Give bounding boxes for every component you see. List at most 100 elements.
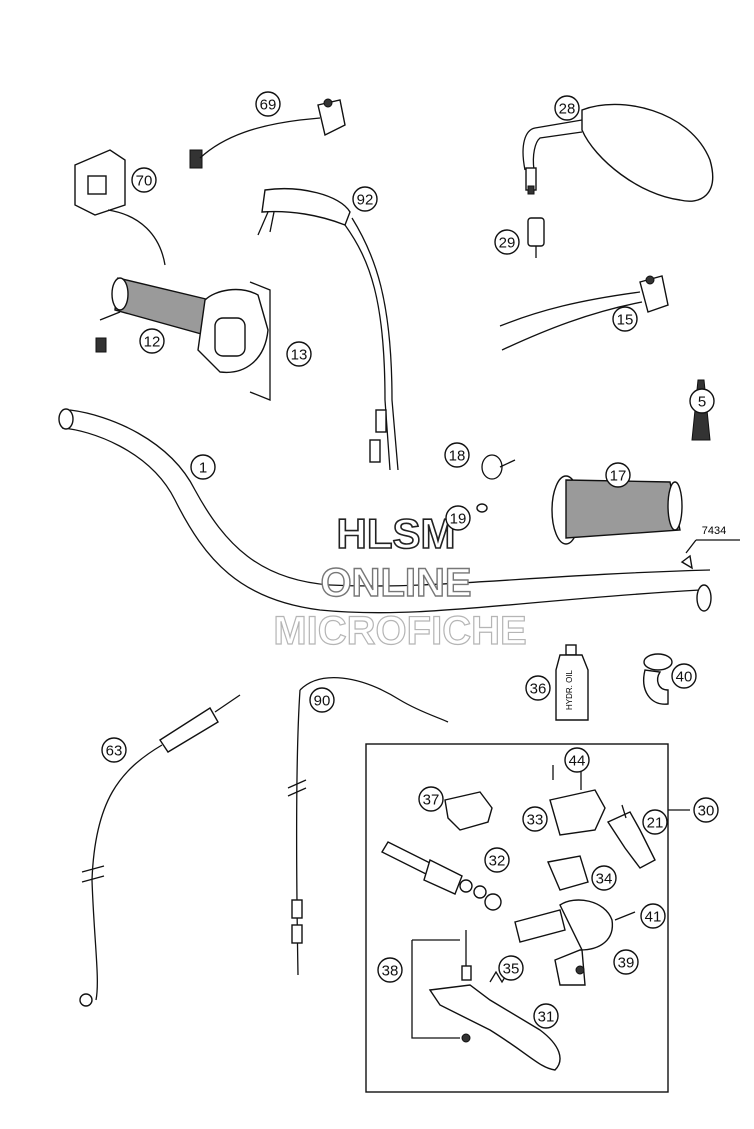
ref-code: 7434	[702, 525, 726, 537]
callout-13: 13	[286, 341, 312, 367]
callout-group: 69 70 92 28 29 15 12 13 5 18 17 19 1 36 40 90 63 44 37 33 21…	[101, 91, 719, 1029]
watermark-line1: HLSM	[337, 510, 456, 557]
callout-label: 38	[382, 963, 399, 980]
callout-circle	[693, 797, 719, 823]
callout-90: 90	[309, 687, 335, 713]
callout-circle	[131, 167, 157, 193]
callout-63: 63	[101, 737, 127, 763]
switch-15	[499, 275, 669, 351]
callout-label: 63	[106, 743, 123, 760]
clamp-40	[643, 653, 673, 705]
callout-18: 18	[444, 442, 470, 468]
callout-circle	[101, 737, 127, 763]
callout-circle	[640, 903, 666, 929]
callout-label: 18	[449, 448, 466, 465]
watermark-line2: ONLINE	[320, 561, 471, 605]
callout-39: 39	[613, 949, 639, 975]
callout-35: 35	[498, 955, 524, 981]
callout-circle	[671, 663, 697, 689]
callout-circle	[352, 186, 378, 212]
callout-21: 21	[642, 809, 668, 835]
callout-label: 15	[617, 312, 634, 329]
callout-label: 28	[559, 101, 576, 118]
callout-label: 21	[647, 815, 664, 832]
callout-label: 92	[357, 192, 374, 209]
callout-circle	[613, 949, 639, 975]
callout-label: 31	[538, 1009, 555, 1026]
callout-38: 38	[377, 957, 403, 983]
callout-circle	[255, 91, 281, 117]
callout-circle	[139, 328, 165, 354]
callout-label: 13	[291, 347, 308, 364]
callout-circle	[418, 786, 444, 812]
callout-circle	[444, 442, 470, 468]
callout-41: 41	[640, 903, 666, 929]
callout-70: 70	[131, 167, 157, 193]
callout-circle	[564, 747, 590, 773]
callout-circle	[591, 865, 617, 891]
callout-label: 69	[260, 97, 277, 114]
cable-63	[79, 694, 241, 1007]
mirror-adapter	[527, 217, 545, 258]
mirror	[522, 103, 714, 202]
cable-tie	[481, 454, 516, 480]
switch-69	[189, 98, 346, 169]
callout-label: 17	[610, 468, 627, 485]
callout-circle	[642, 809, 668, 835]
callout-label: 33	[527, 812, 544, 829]
callout-31: 31	[533, 1003, 559, 1029]
callout-30: 30	[693, 797, 719, 823]
callout-36: 36	[525, 675, 551, 701]
callout-12: 12	[139, 328, 165, 354]
callout-29: 29	[494, 229, 520, 255]
callout-circle	[445, 505, 471, 531]
callout-1: 1	[190, 454, 216, 480]
callout-69: 69	[255, 91, 281, 117]
callout-label: 32	[489, 853, 506, 870]
callout-circle	[484, 847, 510, 873]
callout-34: 34	[591, 865, 617, 891]
callout-32: 32	[484, 847, 510, 873]
callout-label: 36	[530, 681, 547, 698]
callout-label: 44	[569, 753, 586, 770]
callout-circle	[309, 687, 335, 713]
callout-label: 29	[499, 235, 516, 252]
switch-box	[74, 149, 166, 266]
left-grip	[551, 475, 683, 545]
callout-label: 70	[136, 173, 153, 190]
callout-40: 40	[671, 663, 697, 689]
callout-label: 19	[450, 511, 467, 528]
callout-circle	[605, 462, 631, 488]
callout-label: 35	[503, 961, 520, 978]
callout-circle	[525, 675, 551, 701]
callout-circle	[377, 957, 403, 983]
callout-label: 12	[144, 334, 161, 351]
callout-circle	[494, 229, 520, 255]
callout-label: 37	[423, 792, 440, 809]
callout-circle	[498, 955, 524, 981]
clutch-cable	[287, 677, 449, 976]
callout-label: 39	[618, 955, 635, 972]
callout-label: 5	[698, 394, 706, 411]
callout-15: 15	[612, 306, 638, 332]
callout-circle	[286, 341, 312, 367]
callout-label: 30	[698, 803, 715, 820]
callout-33: 33	[522, 806, 548, 832]
callout-28: 28	[554, 95, 580, 121]
throttle-assembly	[95, 277, 271, 401]
oil-bottle: HYDR. OIL	[555, 644, 589, 721]
callout-92: 92	[352, 186, 378, 212]
throttle-cables	[257, 188, 399, 471]
callout-label: 1	[199, 460, 207, 477]
master-cylinder-kit	[365, 743, 690, 1093]
callout-19: 19	[445, 505, 471, 531]
callout-circle	[554, 95, 580, 121]
watermark-line3: MICROFICHE	[273, 609, 526, 653]
bottle-label: HYDR. OIL	[565, 669, 574, 710]
callout-17: 17	[605, 462, 631, 488]
callout-5: 5	[689, 388, 715, 414]
handlebar	[58, 408, 712, 614]
watermark: HLSM ONLINE MICROFICHE	[273, 509, 528, 653]
callout-label: 34	[596, 871, 613, 888]
